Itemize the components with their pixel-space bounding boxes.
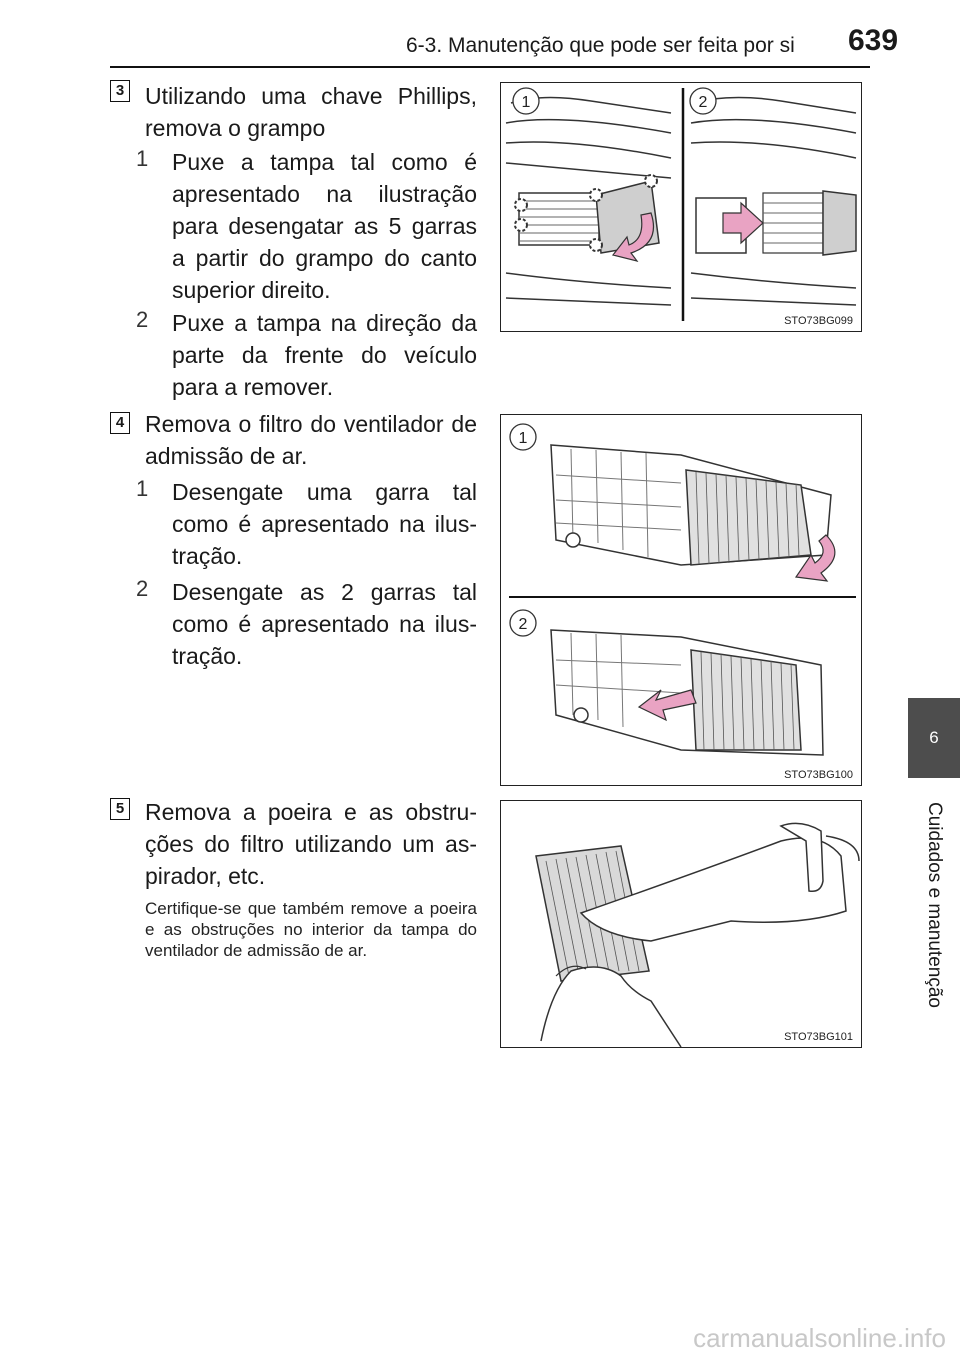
- chapter-tab: 6: [908, 698, 960, 778]
- step-number-3: 3: [110, 80, 130, 102]
- step-number-4: 4: [110, 412, 130, 434]
- substep-4-1-number: 1: [136, 476, 149, 501]
- substep-3-1-number: 1: [136, 146, 149, 171]
- vacuum-cleaning-drawing: [535, 822, 860, 1047]
- substep-4-2-text: Desengate as 2 garras tal como é apresen…: [172, 579, 477, 669]
- step-5-text: Remova a poeira e as obstru­ções do filt…: [145, 799, 477, 889]
- filter-release-drawing: 1 2: [509, 423, 856, 756]
- cover-removal-drawing: 1 2: [505, 87, 857, 321]
- illustration-step-4: 1 2 STO73BG100: [500, 414, 862, 786]
- step-number-5: 5: [110, 798, 130, 820]
- page-number: 639: [848, 24, 899, 57]
- header-rule: [110, 66, 870, 68]
- illus-4-label-1: 1: [519, 430, 528, 447]
- step-4-text: Remova o filtro do ventilador de admissã…: [145, 411, 477, 469]
- illustration-code-5: STO73BG101: [784, 1031, 853, 1043]
- watermark: carmanualsonline.info: [693, 1323, 946, 1353]
- illus-3-label-1: 1: [522, 94, 531, 111]
- illustration-code-4: STO73BG100: [784, 769, 853, 781]
- chapter-title: Cuidados e manutenção: [924, 802, 945, 1008]
- illus-3-label-2: 2: [699, 94, 708, 111]
- substep-3-1-text: Puxe a tampa tal como é apresentado na i…: [172, 149, 477, 303]
- illustration-code-3: STO73BG099: [784, 315, 853, 327]
- substep-4-1-text: Desengate uma garra tal como é apresenta…: [172, 479, 477, 569]
- chapter-number: 6: [929, 728, 939, 747]
- illustration-step-3: 1 2 STO73BG099: [500, 82, 862, 332]
- substep-3-2-number: 2: [136, 307, 149, 332]
- section-title: 6-3. Manutenção que pode ser feita por s…: [406, 34, 795, 57]
- illustration-step-5: STO73BG101: [500, 800, 862, 1048]
- step-5-note: Certifique-se que também remove a poeira…: [145, 899, 477, 960]
- substep-3-2-text: Puxe a tampa na direção da parte da fren…: [172, 310, 477, 400]
- step-3-text: Utilizando uma chave Phillips, remova o …: [145, 83, 477, 141]
- substep-4-2-number: 2: [136, 576, 149, 601]
- illus-4-label-2: 2: [519, 616, 528, 633]
